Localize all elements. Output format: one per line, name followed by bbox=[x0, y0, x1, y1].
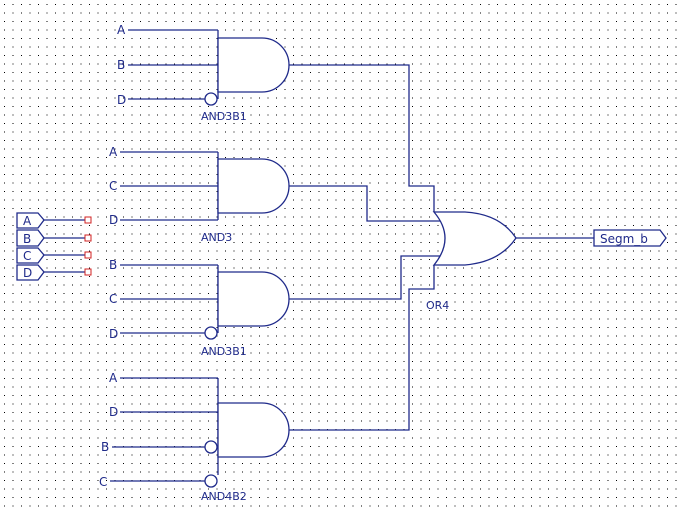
or4-gate[interactable]: OR4 bbox=[426, 211, 517, 312]
input-port-a-label: A bbox=[23, 214, 32, 228]
gate2-pin3-label: D bbox=[109, 213, 118, 227]
input-port-a[interactable]: A bbox=[16, 212, 92, 229]
input-port-d-label: D bbox=[23, 266, 32, 280]
net-gate2-to-or bbox=[289, 185, 447, 222]
and3b1-gate-3[interactable]: B C D AND3B1 bbox=[109, 258, 290, 358]
gate1-pin2-label: B bbox=[117, 58, 125, 72]
gate1-type-label: AND3B1 bbox=[201, 110, 247, 123]
gate2-pin1-label: A bbox=[109, 145, 118, 159]
gate4-type-label: AND4B2 bbox=[201, 490, 247, 503]
input-port-c-terminal bbox=[84, 251, 92, 259]
gate4-invert-bubble-2 bbox=[204, 474, 218, 488]
input-port-c[interactable]: C bbox=[16, 247, 92, 264]
and4b2-gate-4[interactable]: A D B C AND4B2 bbox=[99, 371, 290, 503]
gate4-pin4-label: C bbox=[99, 475, 107, 489]
input-port-b-terminal bbox=[84, 234, 92, 242]
input-port-b-label: B bbox=[23, 232, 31, 246]
grid bbox=[4, 4, 677, 507]
input-port-d-terminal bbox=[84, 268, 92, 276]
output-port-segm-b[interactable]: Segm_b bbox=[593, 229, 667, 247]
or4-type-label: OR4 bbox=[426, 299, 449, 312]
and3b1-gate-1[interactable]: A B D AND3B1 bbox=[117, 23, 290, 123]
gate4-invert-bubble-1 bbox=[204, 440, 218, 454]
output-port-shape bbox=[593, 229, 667, 247]
gate1-pin1-label: A bbox=[117, 23, 126, 37]
net-gate1-to-or bbox=[289, 64, 435, 212]
gate4-pin2-label: D bbox=[109, 405, 118, 419]
input-port-c-shape bbox=[16, 247, 45, 264]
input-port-b-shape bbox=[16, 229, 45, 247]
net-gate4-to-or bbox=[289, 265, 435, 431]
input-port-a-terminal bbox=[84, 216, 92, 224]
and3-gate-2[interactable]: A C D AND3 bbox=[109, 145, 290, 244]
gate3-and-body bbox=[217, 271, 290, 327]
gate3-invert-bubble bbox=[204, 326, 218, 340]
gate3-pin1-label: B bbox=[109, 258, 117, 272]
gate2-type-label: AND3 bbox=[201, 231, 232, 244]
gate4-pin1-label: A bbox=[109, 371, 118, 385]
gate2-and-body bbox=[217, 158, 290, 214]
gate3-type-label: AND3B1 bbox=[201, 345, 247, 358]
gate4-pin3-label: B bbox=[101, 440, 109, 454]
gate4-and-body bbox=[217, 402, 290, 458]
input-port-d[interactable]: D bbox=[16, 264, 92, 281]
input-port-d-shape bbox=[16, 264, 45, 281]
gate1-pin3-label: D bbox=[117, 93, 126, 107]
gate1-invert-bubble bbox=[204, 92, 218, 106]
net-gate3-to-or bbox=[289, 255, 447, 300]
gate3-pin3-label: D bbox=[109, 327, 118, 341]
input-port-a-shape bbox=[16, 212, 45, 229]
gate2-pin2-label: C bbox=[109, 179, 117, 193]
input-port-c-label: C bbox=[23, 249, 31, 263]
gate1-and-body bbox=[217, 37, 290, 93]
input-port-b[interactable]: B bbox=[16, 229, 92, 247]
gate3-pin2-label: C bbox=[109, 292, 117, 306]
output-port-label: Segm_b bbox=[600, 232, 648, 246]
or4-gate-body bbox=[432, 211, 517, 266]
